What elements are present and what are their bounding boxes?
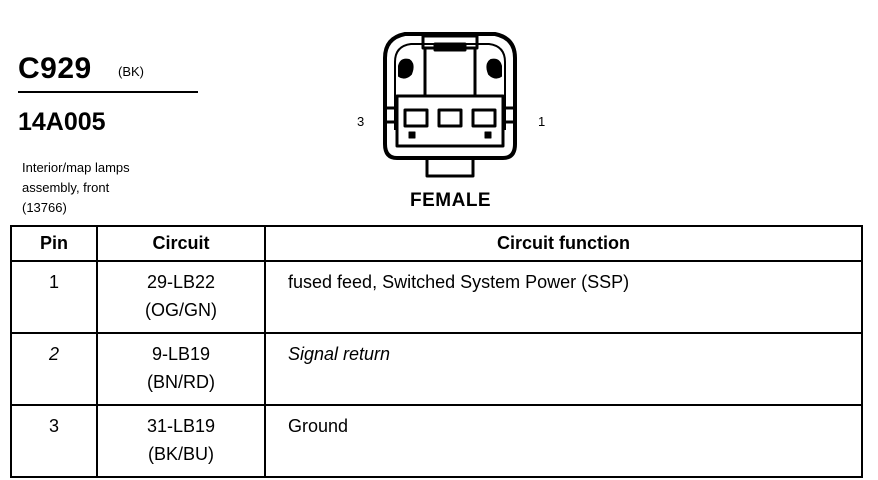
column-header-circuit: Circuit: [96, 225, 266, 262]
circuit-function-cell: Ground: [264, 404, 863, 478]
pin-position-label-left: 3: [357, 114, 365, 129]
table-row: 3 31-LB19 (BK/BU) Ground: [10, 404, 863, 478]
pin-cell: 3: [10, 404, 98, 478]
circuit-wire-color: (BN/RD): [147, 372, 215, 392]
circuit-number: 31-LB19: [146, 416, 216, 436]
description-line: (13766): [22, 200, 67, 215]
circuit-number: 9-LB19: [151, 344, 211, 364]
table-header-row: Pin Circuit Circuit function: [10, 225, 863, 262]
pin-cell: 2: [10, 332, 98, 406]
connector-description: Interior/map lamps assembly, front (1376…: [22, 158, 130, 218]
description-line: assembly, front: [22, 180, 110, 195]
connector-face-icon: [383, 32, 517, 178]
circuit-cell: 31-LB19 (BK/BU): [96, 404, 266, 478]
connector-gender-label: FEMALE: [410, 190, 492, 211]
circuit-function-cell: Signal return: [264, 332, 863, 406]
circuit-wire-color: (BK/BU): [147, 444, 214, 464]
pin-position-label-right: 1: [538, 114, 546, 129]
table-row: 1 29-LB22 (OG/GN) fused feed, Switched S…: [10, 260, 863, 334]
circuit-function-cell: fused feed, Switched System Power (SSP): [264, 260, 863, 334]
column-header-circuit-function: Circuit function: [264, 225, 863, 262]
pin-table: Pin Circuit Circuit function 1 29-LB22 (…: [10, 225, 863, 478]
circuit-number: 29-LB22: [146, 272, 216, 292]
pin-cell: 1: [10, 260, 98, 334]
part-number: 14A005: [18, 108, 106, 136]
circuit-cell: 29-LB22 (OG/GN): [96, 260, 266, 334]
table-row: 2 9-LB19 (BN/RD) Signal return: [10, 332, 863, 406]
column-header-pin: Pin: [10, 225, 98, 262]
circuit-wire-color: (OG/GN): [145, 300, 217, 320]
description-line: Interior/map lamps: [22, 160, 130, 175]
connector-id: C929: [18, 52, 92, 85]
connector-color-code: (BK): [118, 64, 144, 79]
circuit-cell: 9-LB19 (BN/RD): [96, 332, 266, 406]
title-underline: [18, 91, 198, 93]
